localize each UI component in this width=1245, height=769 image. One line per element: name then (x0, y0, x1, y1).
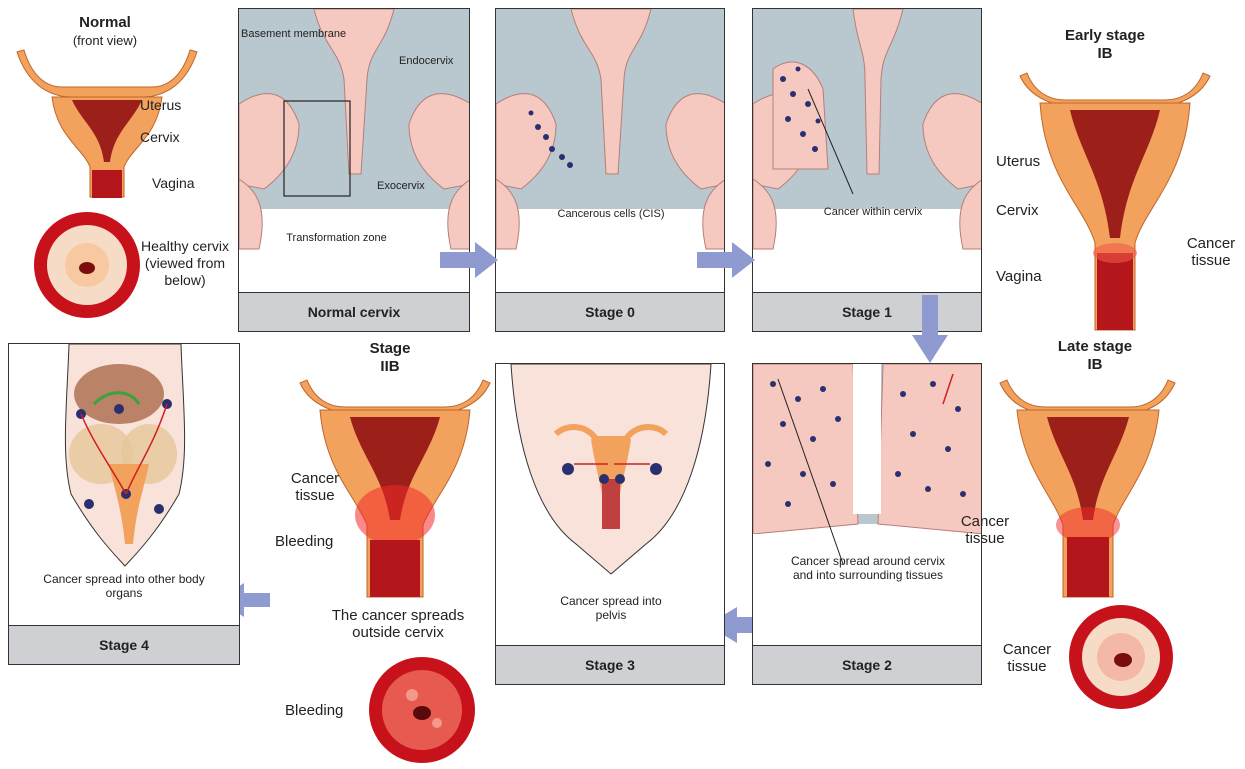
stage3-footer: Stage 3 (496, 645, 724, 684)
early-uterus-label: Uterus (996, 153, 1040, 170)
late-stage-title: Late stage IB (1030, 338, 1160, 374)
normal-title-text: Normal (79, 14, 131, 31)
arrow-stage0-to-stage1 (697, 240, 757, 280)
normal-cervix-label: Cervix (140, 129, 180, 146)
stage-iib-bleeding-label: Bleeding (275, 533, 333, 550)
stage4-panel: Cancer spread into other body organs Sta… (8, 343, 240, 665)
stage2-tissue (753, 364, 982, 647)
bleeding-cervix-illustration (367, 655, 477, 765)
stage4-body-illustration (9, 344, 240, 574)
normal-uterus-label: Uterus (140, 97, 181, 114)
early-stage-uterus-illustration (1015, 68, 1215, 333)
stage1-panel: Cancer within cervix Stage 1 (752, 8, 982, 332)
late-stage-uterus-illustration (995, 375, 1180, 600)
stage0-tissue (496, 9, 725, 294)
early-vagina-label: Vagina (996, 268, 1042, 285)
normal-cervix-panel: Basement membrane Endocervix Exocervix T… (238, 8, 470, 332)
late-cancer-tissue-below-label: Cancer tissue (992, 641, 1062, 675)
stage2-panel: Cancer spread around cervix and into sur… (752, 363, 982, 685)
arrow-normal-to-stage0 (440, 240, 500, 280)
stage-iib-title-text: Stage (370, 340, 411, 357)
late-stage-subtitle: IB (1030, 356, 1160, 374)
early-stage-title-text: Early stage (1065, 27, 1145, 44)
healthy-cervix-label: Healthy cervix (viewed from below) (135, 238, 235, 289)
stage-iib-cancer-tissue-label: Cancer tissue (285, 470, 345, 504)
normal-vagina-label: Vagina (152, 175, 195, 192)
stage3-panel: Cancer spread into pelvis Stage 3 (495, 363, 725, 685)
stage-iib-title: Stage IIB (340, 340, 440, 376)
stage2-footer: Stage 2 (753, 645, 981, 684)
stage3-pelvis-illustration (496, 364, 725, 579)
stage0-caption: Cancerous cells (CIS) (556, 207, 666, 221)
early-cervix-label: Cervix (996, 202, 1039, 219)
stage1-caption: Cancer within cervix (818, 205, 928, 219)
stage3-caption: Cancer spread into pelvis (546, 594, 676, 622)
exocervix-label: Exocervix (377, 179, 425, 193)
healthy-cervix-illustration (32, 210, 142, 320)
normal-cervix-footer: Normal cervix (239, 292, 469, 331)
stage2-caption: Cancer spread around cervix and into sur… (788, 554, 948, 582)
endocervix-label: Endocervix (399, 54, 453, 68)
stage-iib-caption: The cancer spreads outside cervix (318, 607, 478, 641)
late-cancer-cervix-illustration (1067, 603, 1175, 711)
arrow-stage1-to-stage2 (910, 295, 950, 365)
late-stage-title-text: Late stage (1058, 338, 1132, 355)
stage4-footer: Stage 4 (9, 625, 239, 664)
stage4-caption: Cancer spread into other body organs (29, 572, 219, 600)
early-stage-subtitle: IB (1035, 45, 1175, 63)
early-stage-title: Early stage IB (1035, 27, 1175, 63)
stage-iib-subtitle: IIB (340, 358, 440, 376)
basement-membrane-label: Basement membrane (241, 27, 346, 41)
stage1-tissue (753, 9, 982, 294)
early-cancer-tissue-label: Cancer tissue (1180, 235, 1242, 269)
normal-cervix-tissue (239, 9, 470, 294)
transformation-zone-label: Transformation zone (284, 231, 389, 245)
late-cancer-tissue-label: Cancer tissue (950, 513, 1020, 547)
stage0-footer: Stage 0 (496, 292, 724, 331)
stage0-panel: Cancerous cells (CIS) Stage 0 (495, 8, 725, 332)
bleeding-cervix-label: Bleeding (285, 702, 343, 719)
